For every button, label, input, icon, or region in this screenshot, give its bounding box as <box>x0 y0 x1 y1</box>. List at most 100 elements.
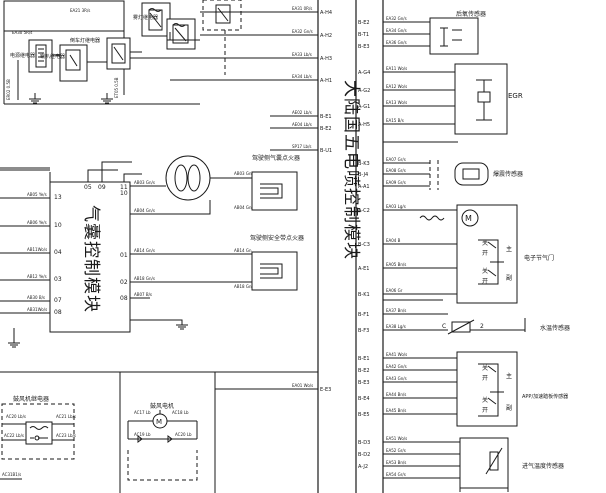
efi-end-tag: B-E3 <box>358 44 370 50</box>
lead-label-3: ER02 0.5B <box>6 79 11 100</box>
lead-label-1: EA21 3R/s <box>70 8 90 13</box>
lead-label-4: ET05 0.5B <box>114 77 119 98</box>
knock-sensor: 爆震传感器 <box>429 160 523 190</box>
efi-end-tag: B-K3 <box>358 161 370 167</box>
efi-end-tag: B-C3 <box>358 242 370 248</box>
coil-label-3: 电源继电器 <box>10 52 35 59</box>
efi-end-tag: B-E2 <box>358 368 370 374</box>
efi-wire-label: EA09 Gr/s <box>386 180 406 185</box>
blower-motor-wire-3: AC19 Lb <box>134 432 151 437</box>
bus-wire-label: EA32 Gn/s <box>292 29 313 34</box>
airbag-left-pin: 13 <box>54 194 62 201</box>
airbag-right-pin: 02 <box>120 279 128 286</box>
efi-end-tag: A-G2 <box>358 88 370 94</box>
egr-valve: EGR <box>454 63 523 135</box>
efi-wire-label: EA44 Bn/s <box>386 392 406 397</box>
efi-wire-label: EA04 B <box>386 238 401 243</box>
airbag-module: 气囊控制模块 <box>49 181 131 333</box>
seatbelt-igniter-wire-2: AB18 Gn <box>234 284 252 289</box>
bus-wire-label: EA34 Lb/s <box>292 74 312 79</box>
bus-wire-label: SP17 Lb/s <box>292 144 312 149</box>
throttle-label: 电子节气门 <box>524 254 554 262</box>
airbag-left-pin: 10 <box>54 222 62 229</box>
intake-sensor-box <box>459 437 509 489</box>
efi-module-title: 大陆国五电喷控制模块 <box>341 80 361 260</box>
efi-end-tag: B-E2 <box>358 20 370 26</box>
efi-wire-label: EA13 Wo/s <box>386 100 407 105</box>
airbag-right-pin: 01 <box>120 252 128 259</box>
relay-cluster-frame <box>3 0 125 32</box>
airbag-right-pin: 10 <box>120 190 128 197</box>
airbag-left-wire-label: AB06 Ye/s <box>27 220 47 225</box>
intake-temp-sensor: 进气温度传感器 <box>459 437 564 493</box>
efi-end-tag: B-F3 <box>358 328 369 334</box>
bus-end-tag: B-E2 <box>320 126 332 132</box>
efi-wire-label: EA51 Wo/s <box>386 436 407 441</box>
app-kai-1: 开 <box>482 375 488 382</box>
app-pedal-sensor: 关 开 关 开 主 副 APP/加速踏板传感器 <box>456 351 568 427</box>
airbag-left-wire-label: AB30 B/s <box>27 295 45 300</box>
blower-relay-title: 鼓风机继电器 <box>13 395 49 403</box>
app-fu: 副 <box>506 404 512 412</box>
blower-motor-title: 鼓风电机 <box>150 402 174 410</box>
seatbelt-igniter-label: 驾驶侧安全带点火器 <box>250 234 304 242</box>
efi-wire-label: EA52 Gr/s <box>386 448 406 453</box>
driver-igniter-wire-1: AB03 Gn <box>234 171 252 176</box>
left-ground <box>8 328 20 348</box>
efi-end-tag: B-D3 <box>358 440 370 446</box>
blower-motor-wire-1: AC17 Lb <box>134 410 151 415</box>
throttle-kai-2: 开 <box>482 278 488 285</box>
efi-end-tag: B-K1 <box>358 292 370 298</box>
driver-igniter-box <box>251 171 298 211</box>
blower-motor-wire-4: AC20 Lb <box>175 432 192 437</box>
rear-o2-sensor: 后氧传感器 <box>429 10 486 55</box>
efi-end-tag: B-E4 <box>358 396 370 402</box>
bus-end-tag: A-H1 <box>320 78 332 84</box>
airbag-right-wire-label: AB14 Gn/s <box>134 248 155 253</box>
efi-wire-label: EA08 Gr/s <box>386 168 406 173</box>
blower-motor-letter: M <box>156 418 162 426</box>
efi-wire-label: EA07 Gr/s <box>386 157 406 162</box>
efi-wire-label: EA11 Wo/s <box>386 66 407 71</box>
rear-o2-label: 后氧传感器 <box>456 10 486 18</box>
efi-wire-label: EA03 Lg/s <box>386 204 406 209</box>
airbag-top-pin: 09 <box>98 184 106 191</box>
egr-label: EGR <box>508 92 523 100</box>
airbag-left-pin: 04 <box>54 249 62 256</box>
efi-end-tag: A-E1 <box>358 266 369 272</box>
module-ground <box>130 319 188 330</box>
app-guan-2: 关 <box>482 396 488 404</box>
bus-end-tag: A-H4 <box>320 10 332 16</box>
bus-wire-label: AE04 Lb/s <box>292 122 312 127</box>
coil-label-2: 倒车灯继电器 <box>70 37 100 44</box>
app-sensor-label: APP/加速踏板传感器 <box>522 393 568 400</box>
bus-end-tag: A-H2 <box>320 33 332 39</box>
airbag-module-title: 气囊控制模块 <box>81 205 101 313</box>
app-kai-2: 开 <box>482 407 488 414</box>
bus-end-tag: A-H3 <box>320 56 332 62</box>
throttle-zhu: 主 <box>506 245 512 253</box>
blower-relay-wire-1: AC20 Lb/s <box>6 414 26 419</box>
coil-label-4: 雾灯继电器 <box>133 14 158 21</box>
throttle-motor-letter: M <box>465 214 472 223</box>
bus-end-tag: E-E3 <box>320 387 331 393</box>
blower-motor-wire-2: AC18 Lb <box>172 410 189 415</box>
throttle-guan-2: 关 <box>482 267 488 275</box>
efi-wire-label: EA41 Wo/s <box>386 352 407 357</box>
bus-wire-label: EA33 Lb/s <box>292 52 312 57</box>
airbag-left-pin: 08 <box>54 309 62 316</box>
efi-wire-label: EA34 Gn/s <box>386 28 407 33</box>
lead-label-2: EA30 5R/s <box>12 30 32 35</box>
airbag-right-pin: 08 <box>120 295 128 302</box>
airbag-right-wire-label: AB03 Gn/s <box>134 180 155 185</box>
app-sensor-box <box>456 351 518 427</box>
app-zhu: 主 <box>506 372 512 380</box>
blower-relay-wire-3: AC22 Lb/s <box>4 433 24 438</box>
blower-relay-wire-2: AC21 Lb/s <box>56 414 76 419</box>
